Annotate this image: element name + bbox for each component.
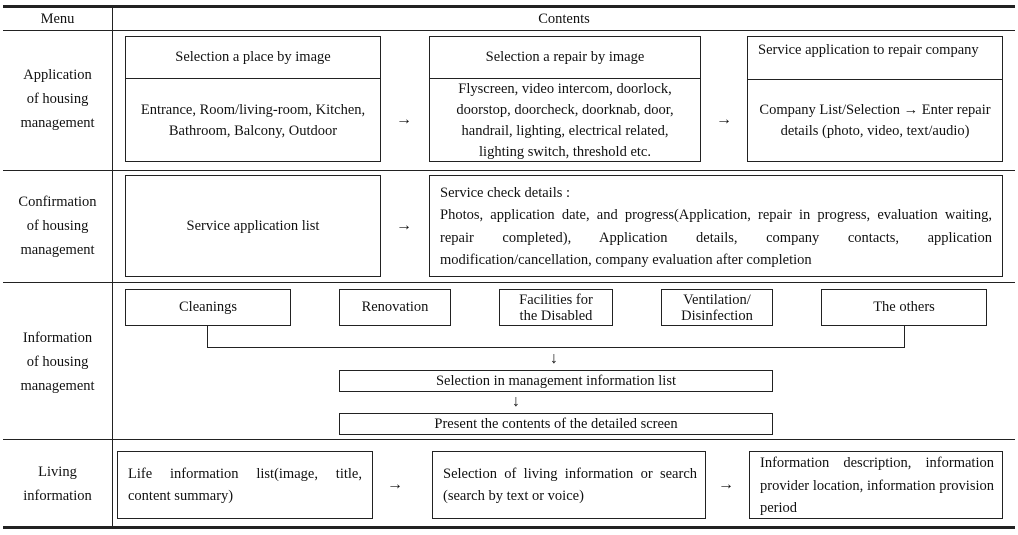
row-label-application: Application of housing management [20, 67, 95, 131]
info-description-box: Information description, information pro… [749, 451, 1003, 519]
arrow-right-icon: → [396, 111, 412, 128]
connector-left [207, 326, 208, 348]
row-divider-1 [3, 170, 1015, 171]
row-divider-2 [3, 282, 1015, 283]
row-label-confirmation: Confirmation of housing management [18, 194, 97, 258]
row-label-information: Information of housing management [20, 330, 95, 394]
arrow-right-icon: → [716, 111, 732, 128]
category-facilities-disabled: Facilities for the Disabled [499, 289, 613, 326]
repair-selection-title: Selection a repair by image [430, 37, 700, 79]
service-application-box: Service application to repair company Co… [747, 36, 1003, 162]
header-menu: Menu [40, 11, 75, 27]
arrow-right-icon: → [387, 476, 403, 493]
arrow-right-icon: → [718, 476, 734, 493]
life-info-list-box: Life information list(image, title, cont… [117, 451, 373, 519]
row-label-living: Living information [23, 464, 92, 504]
table-top-border [3, 5, 1015, 8]
arrow-down-icon: ↓ [550, 350, 558, 367]
table-bottom-border [3, 526, 1015, 529]
service-check-title: Service check details : [440, 185, 571, 201]
service-application-body: Company List/Selection → Enter repair de… [759, 101, 991, 139]
connector-right [904, 326, 905, 348]
place-selection-box: Selection a place by image Entrance, Roo… [125, 36, 381, 162]
detailed-screen-box: Present the contents of the detailed scr… [339, 413, 773, 435]
living-info-selection-box: Selection of living information or searc… [432, 451, 706, 519]
connector-bottom [207, 347, 905, 348]
life-info-list-text: Life information list(image, title, cont… [128, 466, 362, 504]
service-application-title: Service application to repair company [758, 42, 979, 58]
category-renovation: Renovation [339, 289, 451, 326]
repair-selection-body: Flyscreen, video intercom, doorlock, doo… [456, 80, 674, 160]
header-contents: Contents [538, 11, 590, 27]
living-info-selection-text: Selection of living information or searc… [443, 466, 697, 504]
place-selection-title: Selection a place by image [126, 37, 380, 79]
column-divider [112, 8, 113, 526]
place-selection-body: Entrance, Room/living-room, Kitchen, Bat… [140, 101, 366, 139]
arrow-right-icon: → [396, 217, 412, 234]
row-divider-3 [3, 439, 1015, 440]
repair-selection-box: Selection a repair by image Flyscreen, v… [429, 36, 701, 162]
info-description-text: Information description, information pro… [760, 455, 994, 516]
service-check-box: Service check details : Photos, applicat… [429, 175, 1003, 277]
category-the-others: The others [821, 289, 987, 326]
service-application-list-box: Service application list [125, 175, 381, 277]
header-divider [3, 30, 1015, 31]
category-cleanings: Cleanings [125, 289, 291, 326]
category-ventilation-disinfection: Ventilation/ Disinfection [661, 289, 773, 326]
management-info-list-box: Selection in management information list [339, 370, 773, 392]
arrow-down-icon: ↓ [512, 393, 520, 410]
service-application-divider [748, 79, 1002, 80]
service-check-body: Photos, application date, and progress(A… [440, 207, 992, 268]
